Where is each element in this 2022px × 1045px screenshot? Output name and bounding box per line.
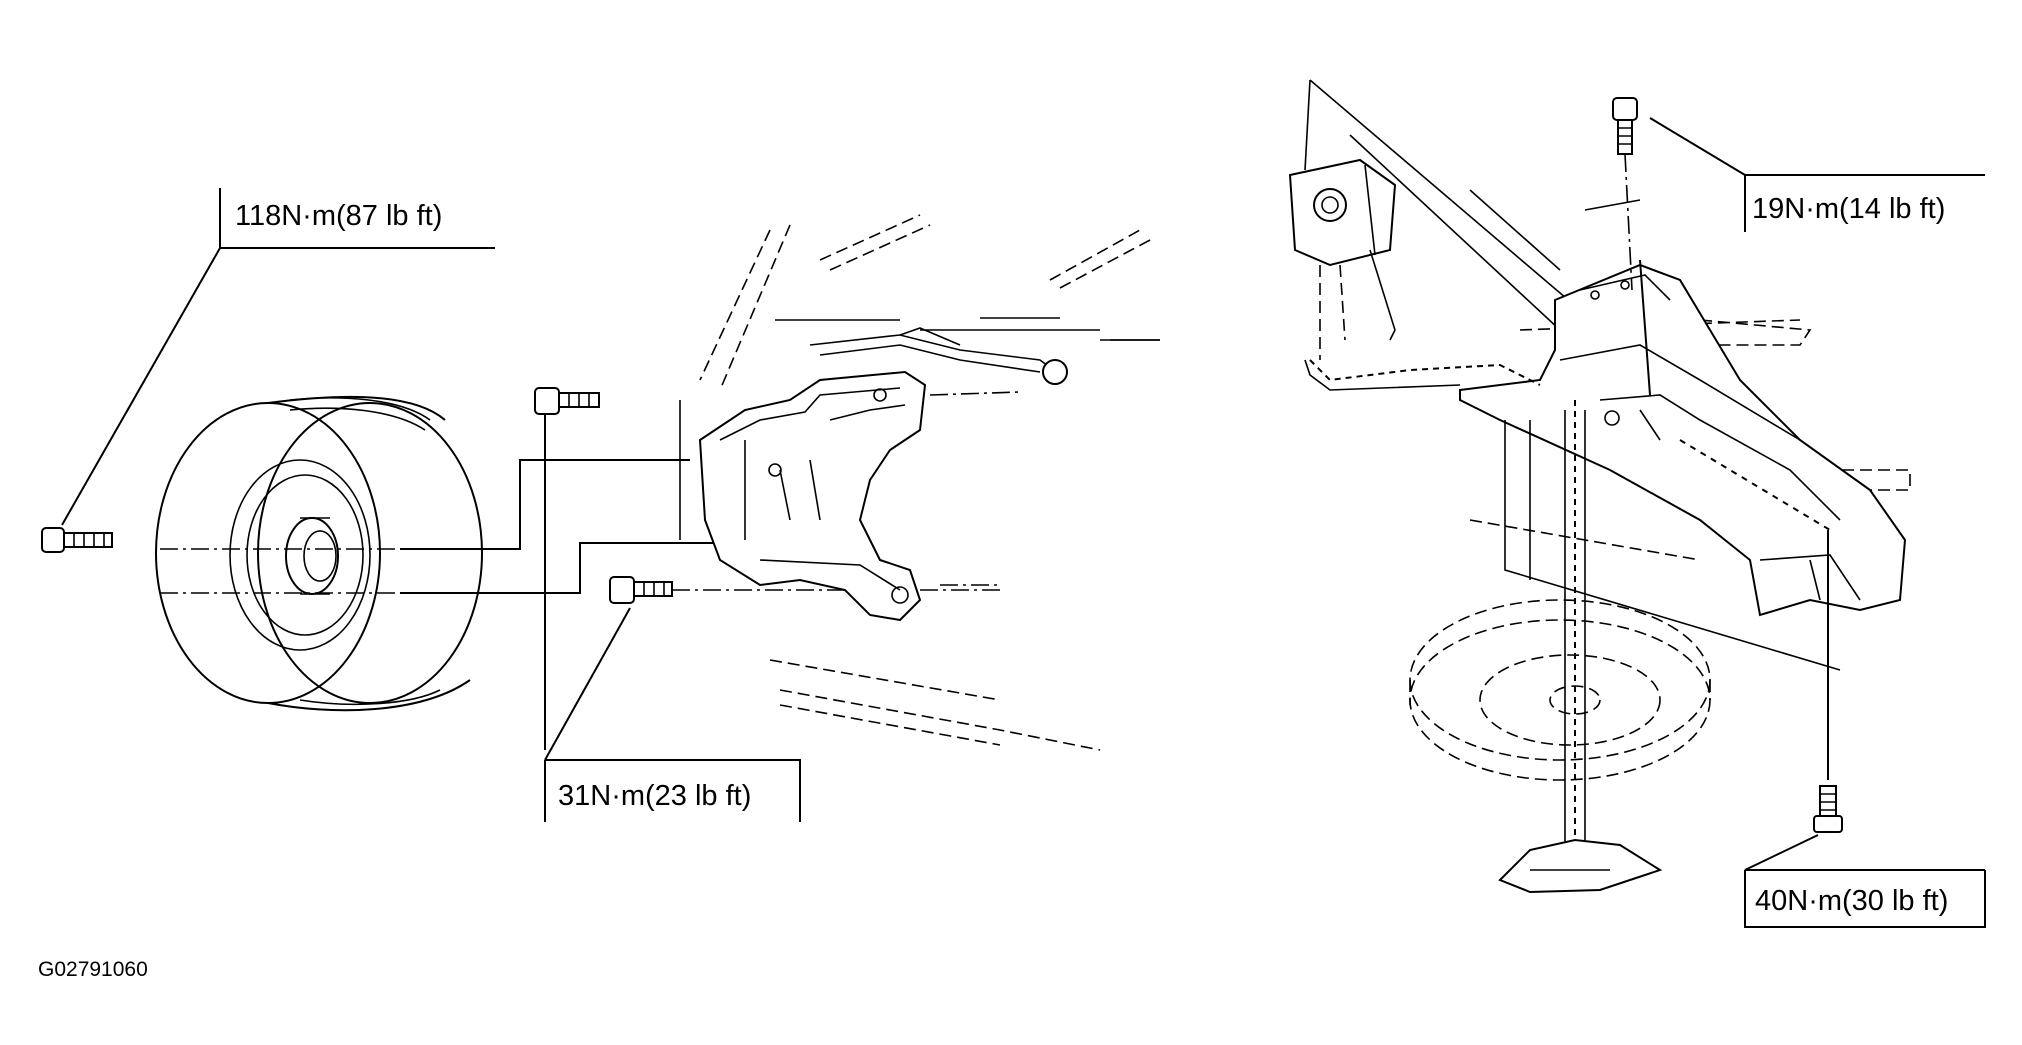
figure-id: G02791060 bbox=[38, 958, 148, 981]
torque-label-40: 40N·m(30 lb ft) bbox=[1755, 885, 1948, 917]
spare-tire-left bbox=[155, 395, 483, 712]
bracket-bolt-upper bbox=[534, 387, 600, 415]
leader-31 bbox=[544, 607, 631, 761]
carrier-bottom-bolt bbox=[1813, 785, 1843, 833]
leader-19 bbox=[1649, 117, 1985, 176]
bracket-bolt-lower bbox=[609, 576, 673, 604]
torque-label-118: 118N·m(87 lb ft) bbox=[235, 200, 442, 232]
leader-40 bbox=[1744, 834, 1985, 871]
spare-tire-right bbox=[1409, 599, 1711, 781]
vehicle-body-outline-left bbox=[699, 214, 1160, 751]
upper-linkage bbox=[809, 327, 1068, 586]
tire-mounting-nut bbox=[41, 527, 113, 553]
spare-tire-bracket bbox=[679, 370, 927, 622]
torque-label-31: 31N·m(23 lb ft) bbox=[558, 780, 751, 812]
carrier-top-bolt bbox=[1612, 97, 1638, 155]
torque-label-19: 19N·m(14 lb ft) bbox=[1752, 193, 1945, 225]
spare-tire-carrier-frame bbox=[1459, 259, 1907, 671]
leader-118 bbox=[61, 247, 221, 526]
tailgate-hinge bbox=[1288, 158, 1397, 360]
